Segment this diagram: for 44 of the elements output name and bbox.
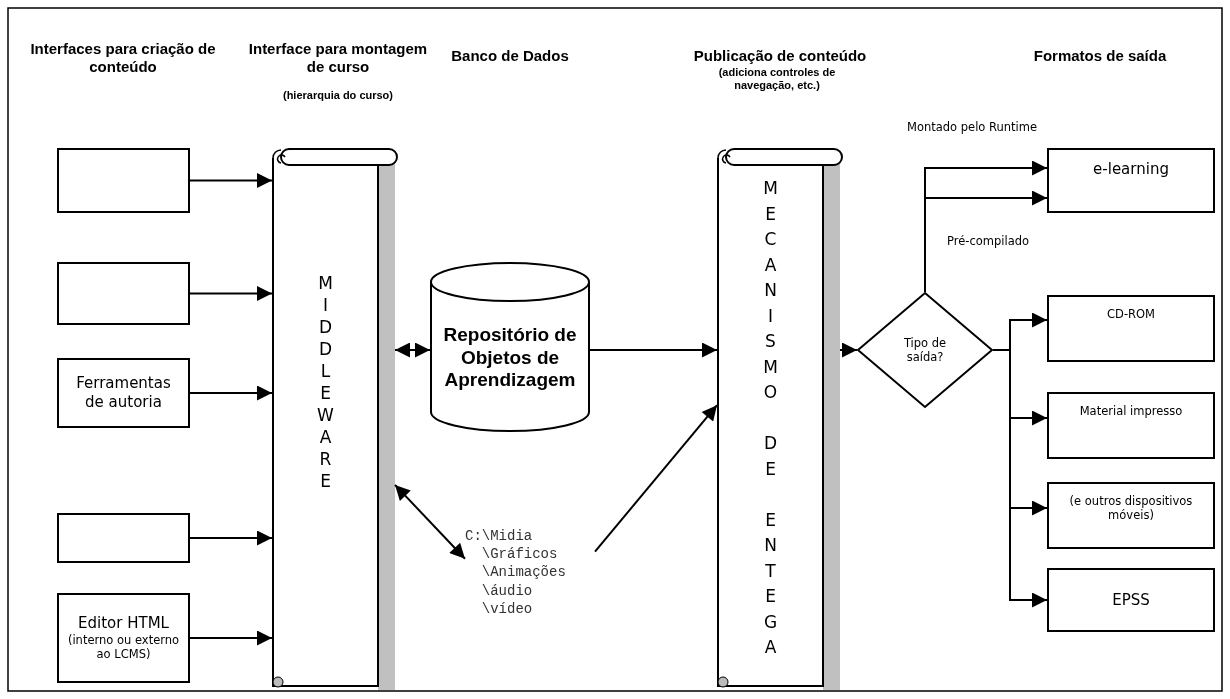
arrow bbox=[594, 404, 718, 553]
column-heading: Formatos de saída bbox=[1032, 47, 1168, 65]
vertical-label: MIDDLEWARE bbox=[317, 275, 334, 493]
arrow bbox=[189, 630, 273, 646]
empty-box bbox=[57, 262, 190, 325]
column-subheading: (adiciona controles de navegação, etc.) bbox=[717, 66, 837, 93]
edge-label: Montado pelo Runtime bbox=[905, 120, 1040, 134]
node-label: (interno ou externo ao LCMS) bbox=[66, 633, 181, 662]
arrow bbox=[189, 173, 273, 188]
node-label: CD-ROM bbox=[1106, 307, 1156, 322]
edge-label: Pré-compilado bbox=[945, 234, 1032, 248]
folder-path-text: C:\Midia \Gráficos \Animações \áudio \vídeo bbox=[465, 527, 566, 618]
column-subheading: (hierarquia do curso) bbox=[282, 89, 394, 103]
arrow bbox=[394, 342, 431, 358]
process-box bbox=[1047, 568, 1215, 632]
process-box bbox=[1047, 482, 1215, 549]
node-label: (e outros dispositivos móveis) bbox=[1068, 494, 1194, 523]
process-box bbox=[1047, 295, 1215, 362]
node-label: e-learning bbox=[1092, 160, 1170, 179]
arrow bbox=[189, 385, 273, 401]
node-label: Tipo de saída? bbox=[902, 335, 948, 365]
node-label: Editor HTML bbox=[77, 614, 170, 633]
vertical-label: MECANISMO DE ENTEGA bbox=[762, 180, 779, 659]
arrow bbox=[992, 349, 1048, 608]
node-label: EPSS bbox=[1111, 590, 1151, 610]
process-box bbox=[1047, 148, 1215, 213]
arrow bbox=[924, 190, 1048, 293]
arrow bbox=[839, 342, 858, 358]
arrow bbox=[589, 342, 718, 358]
process-box bbox=[57, 358, 190, 428]
arrow bbox=[189, 530, 273, 546]
column-heading: Interfaces para criação de conteúdo bbox=[29, 40, 217, 76]
arrow bbox=[394, 483, 466, 560]
process-box bbox=[1047, 392, 1215, 459]
empty-box bbox=[57, 513, 190, 563]
column-heading: Publicação de conteúdo bbox=[692, 47, 868, 65]
column-heading: Banco de Dados bbox=[450, 47, 570, 65]
node-label: Ferramentas de autoria bbox=[75, 374, 172, 412]
node-label: Material impresso bbox=[1078, 404, 1184, 419]
column-heading: Interface para montagem de curso bbox=[247, 40, 429, 76]
node-label: Repositório de Objetos de Aprendizagem bbox=[442, 323, 578, 393]
arrow bbox=[189, 286, 273, 301]
process-box bbox=[57, 593, 190, 683]
empty-box bbox=[57, 148, 190, 213]
